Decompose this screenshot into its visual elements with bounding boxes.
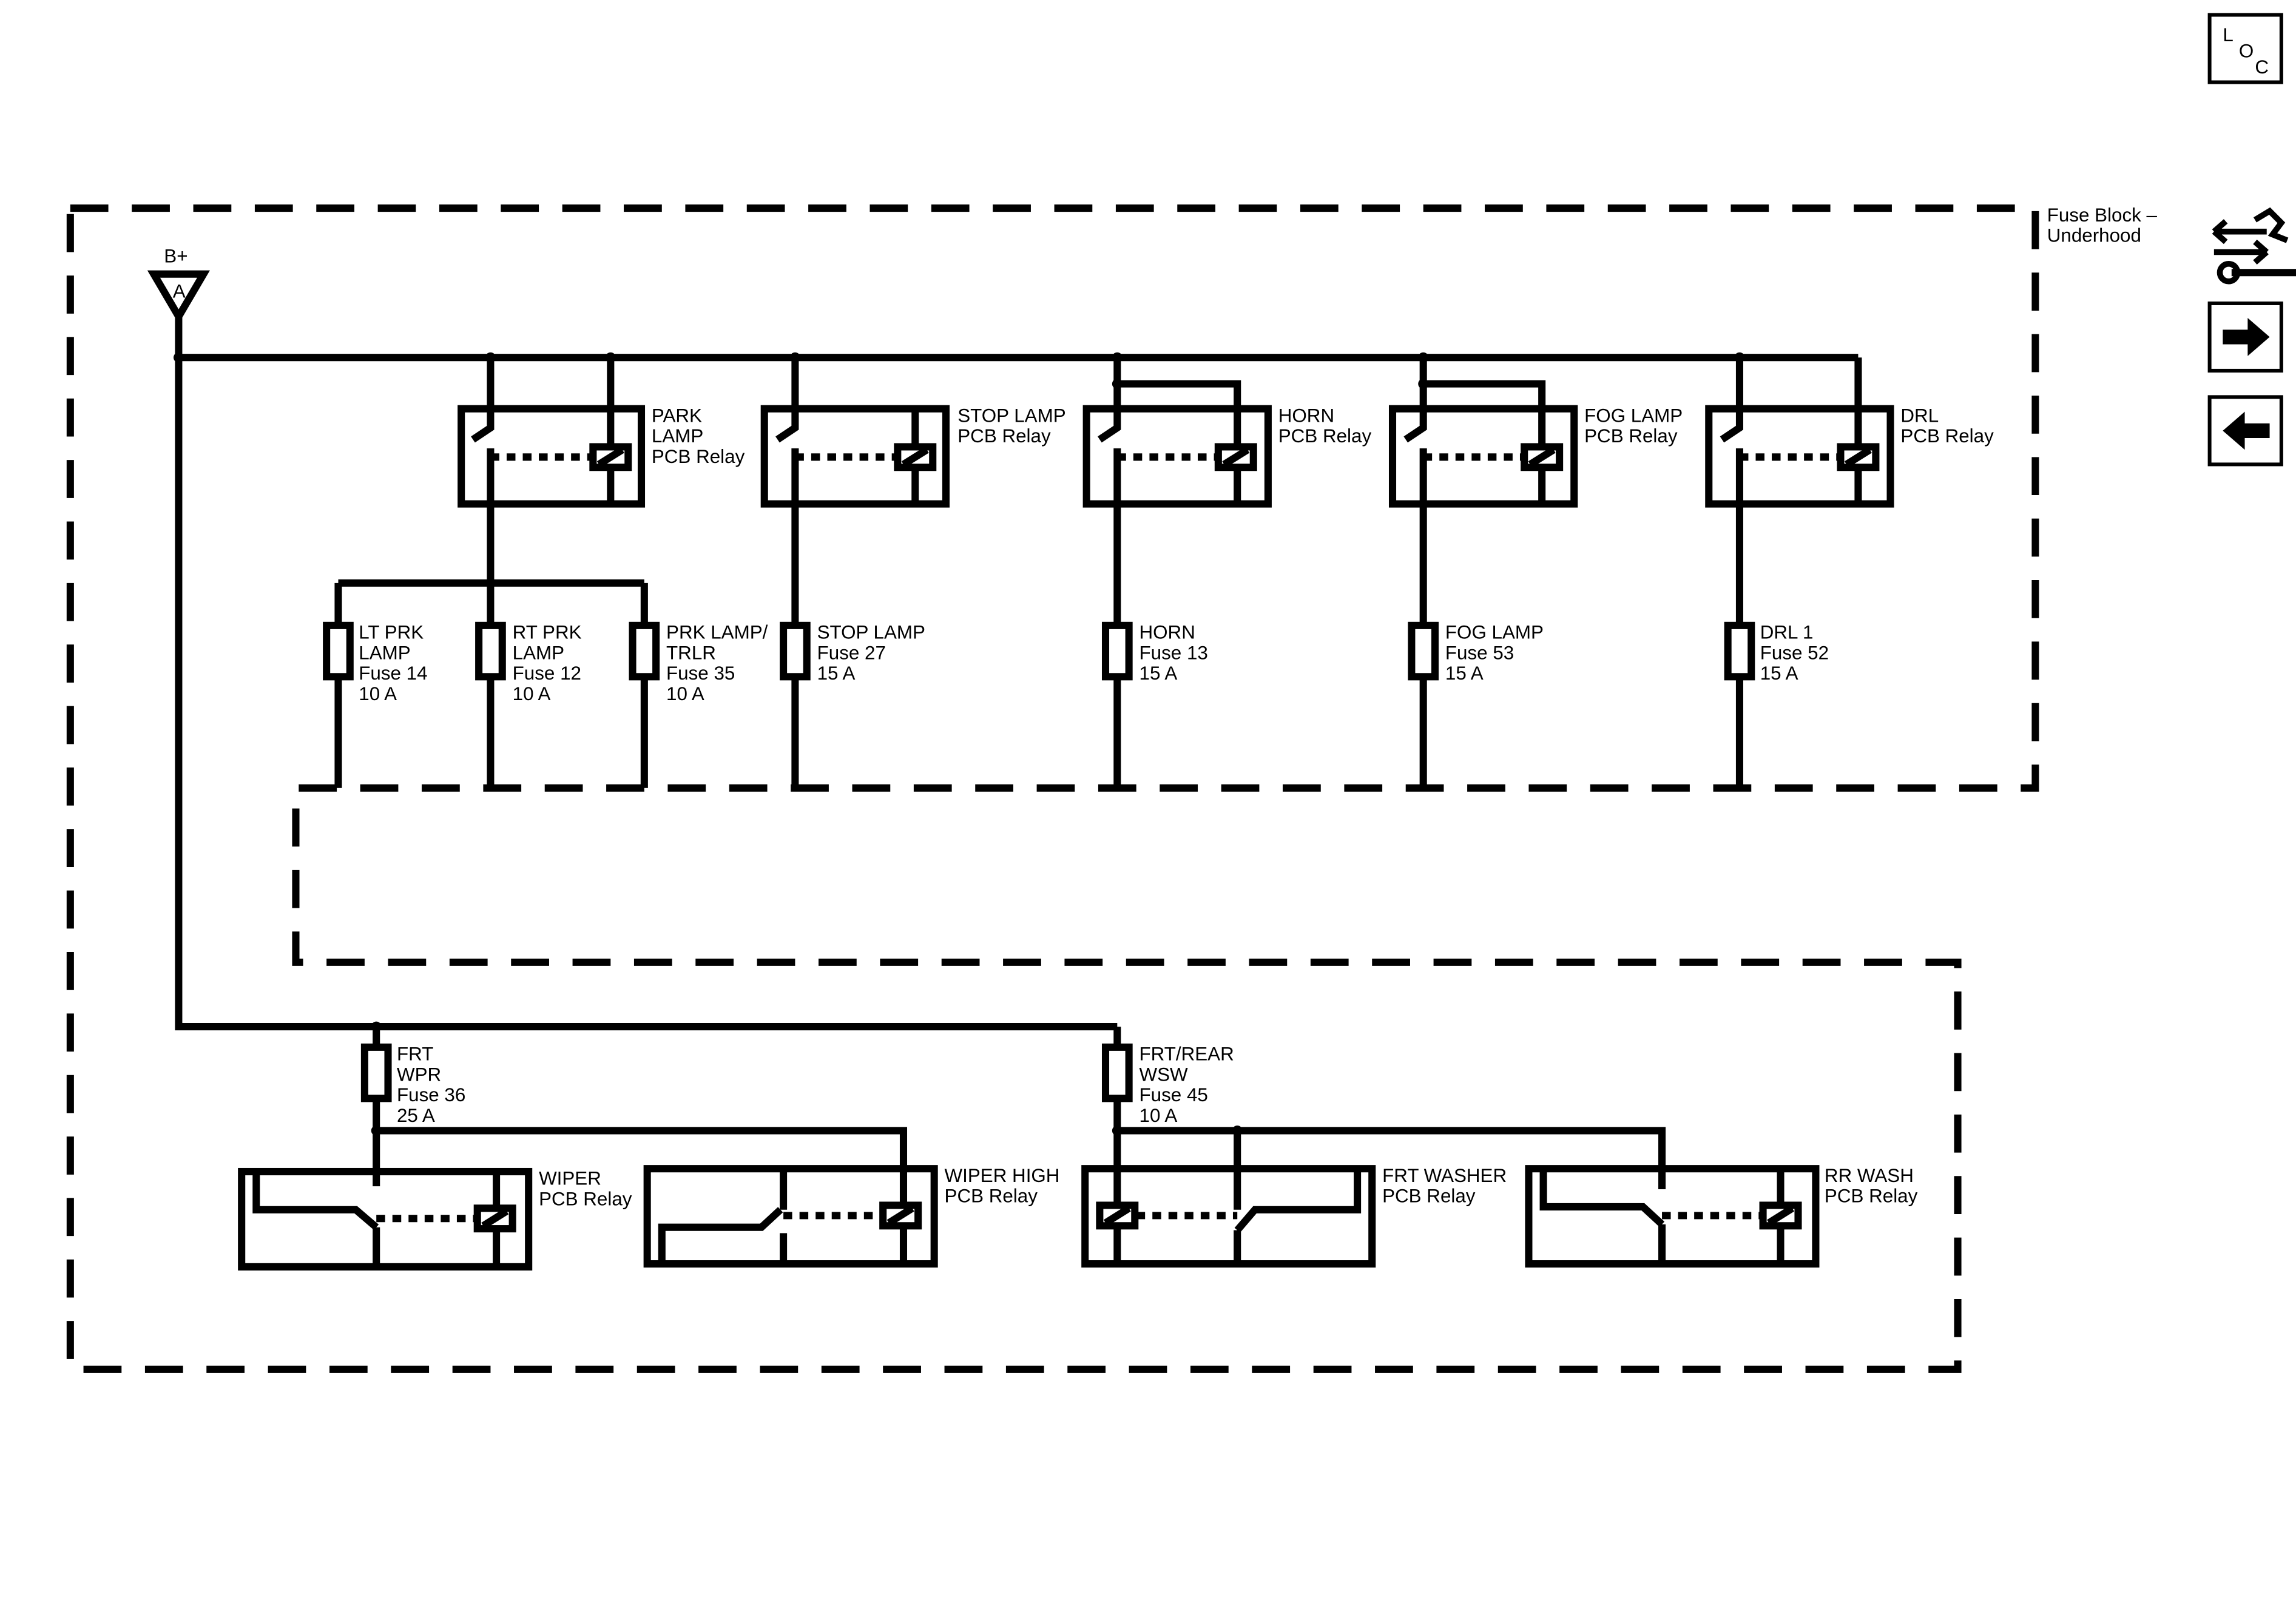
relay-wiper-high-label-1: WIPER HIGH xyxy=(945,1165,1060,1186)
fuse-12-label-2: LAMP xyxy=(513,642,564,663)
loc-letter-l: L xyxy=(2223,24,2233,46)
previous-page-button[interactable] xyxy=(2207,395,2283,467)
fuse-53 xyxy=(1408,621,1439,681)
relay-stop-lamp-label-2: PCB Relay xyxy=(957,425,1051,447)
relay-rr-wash-label-2: PCB Relay xyxy=(1825,1186,1918,1207)
relay-wiper-label-1: WIPER xyxy=(539,1168,601,1189)
relay-horn xyxy=(1082,405,1272,508)
relay-drl-label-2: PCB Relay xyxy=(1900,425,1994,447)
fuse-35-label-4: 10 A xyxy=(666,683,704,704)
relay-wiper xyxy=(238,1167,533,1271)
fuse-36-label-3: Fuse 36 xyxy=(397,1084,465,1106)
relay-horn-label-1: HORN xyxy=(1278,405,1334,426)
junctions xyxy=(173,352,1745,1136)
relay-park-lamp xyxy=(458,405,646,508)
fuse-52 xyxy=(1724,621,1755,681)
relay-rr-wash xyxy=(1525,1165,1820,1268)
power-connector-id: A xyxy=(173,280,186,302)
fuse-14-label-4: 10 A xyxy=(359,683,397,704)
fuse-12 xyxy=(475,621,506,681)
previous-page-arrow-icon xyxy=(2223,411,2270,450)
fuse-53-label-3: 15 A xyxy=(1445,663,1484,684)
relay-park-lamp-label-3: PCB Relay xyxy=(652,446,745,467)
relay-fog-lamp xyxy=(1388,405,1578,508)
fuse-36-label-4: 25 A xyxy=(397,1105,435,1126)
fuse-12-label-4: 10 A xyxy=(513,683,551,704)
relay-horn-label-2: PCB Relay xyxy=(1278,425,1372,447)
relay-drl xyxy=(1705,405,1894,508)
relay-fog-lamp-label-1: FOG LAMP xyxy=(1584,405,1683,426)
fuse-35-label-2: TRLR xyxy=(666,642,716,663)
relay-park-lamp-label-1: PARK xyxy=(652,405,702,426)
fuse-35 xyxy=(629,621,660,681)
fuse-45-label-2: WSW xyxy=(1140,1064,1189,1085)
fuse-52-label-1: DRL 1 xyxy=(1760,622,1814,643)
fuse-53-label-2: Fuse 53 xyxy=(1445,642,1514,663)
fuse-block-boundary xyxy=(66,204,2039,1373)
fuse-14-label-2: LAMP xyxy=(359,642,410,663)
fuse-27-label-2: Fuse 27 xyxy=(817,642,886,663)
fuse-45-label-1: FRT/REAR xyxy=(1140,1044,1234,1065)
power-connector-symbol xyxy=(147,270,210,324)
next-page-arrow-icon xyxy=(2223,318,2270,356)
fuse-52-label-2: Fuse 52 xyxy=(1760,642,1829,663)
power-source-label: B+ xyxy=(164,245,187,266)
fuse-14-label-3: Fuse 14 xyxy=(359,663,427,684)
relay-frt-washer xyxy=(1081,1165,1376,1268)
relay-frt-washer-label-2: PCB Relay xyxy=(1382,1186,1476,1207)
fuse-13-label-3: 15 A xyxy=(1140,663,1178,684)
fuse-block-label-line2: Underhood xyxy=(2047,225,2141,246)
fuse-45 xyxy=(1101,1043,1133,1102)
relay-wiper-high-label-2: PCB Relay xyxy=(945,1186,1038,1207)
fuse-12-label-1: RT PRK xyxy=(513,622,582,643)
loc-letter-o: O xyxy=(2239,40,2254,61)
relay-rr-wash-label-1: RR WASH xyxy=(1825,1165,1914,1186)
fuse-36-label-2: WPR xyxy=(397,1064,441,1085)
fuse-35-label-1: PRK LAMP/ xyxy=(666,622,768,643)
fuse-52-label-3: 15 A xyxy=(1760,663,1798,684)
fuse-13-label-1: HORN xyxy=(1140,622,1195,643)
relay-wiper-high xyxy=(643,1165,938,1268)
fuse-13-label-2: Fuse 13 xyxy=(1140,642,1208,663)
relay-fog-lamp-label-2: PCB Relay xyxy=(1584,425,1678,447)
relay-drl-label-1: DRL xyxy=(1900,405,1939,426)
relay-frt-washer-label-1: FRT WASHER xyxy=(1382,1165,1507,1186)
component-locator-button[interactable]: L O C xyxy=(2207,13,2283,84)
fuse-27-label-3: 15 A xyxy=(817,663,856,684)
fuse-27 xyxy=(780,621,811,681)
loc-letter-c: C xyxy=(2255,56,2269,78)
fuse-14 xyxy=(323,621,354,681)
relay-park-lamp-label-2: LAMP xyxy=(652,425,703,447)
fuse-12-label-3: Fuse 12 xyxy=(513,663,581,684)
relay-stop-lamp xyxy=(760,405,950,508)
fuse-45-label-3: Fuse 45 xyxy=(1140,1084,1208,1106)
relay-stop-lamp-label-1: STOP LAMP xyxy=(957,405,1065,426)
fuse-14-label-1: LT PRK xyxy=(359,622,424,643)
fuse-45-label-4: 10 A xyxy=(1140,1105,1178,1126)
fuse-13 xyxy=(1101,621,1133,681)
fuse-53-label-1: FOG LAMP xyxy=(1445,622,1544,643)
relay-wiper-label-2: PCB Relay xyxy=(539,1188,632,1209)
fuse-block-label-line1: Fuse Block – xyxy=(2047,204,2158,226)
fuse-36 xyxy=(360,1043,392,1102)
next-page-button[interactable] xyxy=(2207,301,2283,373)
fuse-36-label-1: FRT xyxy=(397,1044,433,1065)
component-locator-icon[interactable] xyxy=(2212,207,2296,285)
fuse-27-label-1: STOP LAMP xyxy=(817,622,925,643)
fuse-35-label-3: Fuse 35 xyxy=(666,663,735,684)
